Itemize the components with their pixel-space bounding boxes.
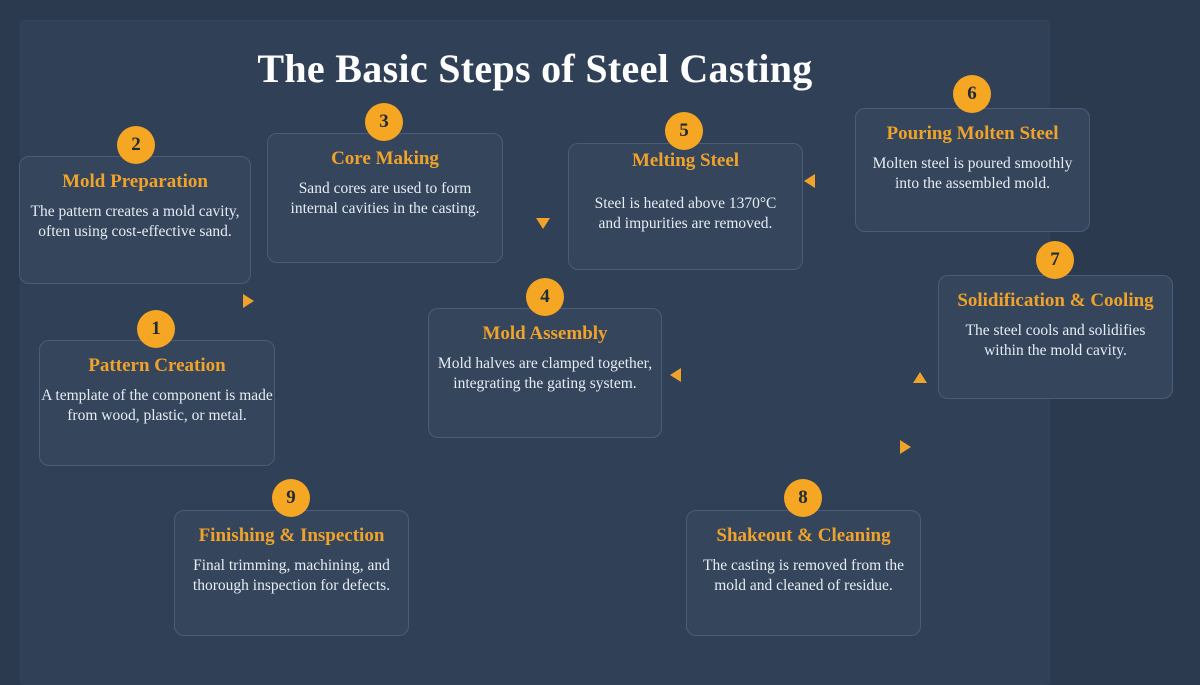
connector-arrow-up-7-6 xyxy=(913,372,927,383)
step-desc-4-line-2: integrating the gating system. xyxy=(453,374,637,392)
step-desc-6-line-1: Molten steel is poured smoothly xyxy=(872,154,1073,172)
step-desc-5-line-2: and impurities are removed. xyxy=(598,214,773,232)
step-card-4[interactable]: Mold Assembly Mold halves are clamped to… xyxy=(428,308,662,438)
step-badge-6: 6 xyxy=(953,75,991,113)
step-desc-9-line-2: thorough inspection for defects. xyxy=(192,576,391,594)
step-card-1[interactable]: Pattern Creation A template of the compo… xyxy=(39,340,275,466)
step-card-9[interactable]: Finishing & Inspection Final trimming, m… xyxy=(174,510,409,636)
step-badge-7: 7 xyxy=(1036,241,1074,279)
connector-arrow-left-5-4 xyxy=(670,368,681,382)
step-title-4: Mold Assembly xyxy=(482,323,608,344)
step-desc-8-line-1: The casting is removed from the xyxy=(702,556,904,574)
step-desc-4: Mold halves are clamped together, integr… xyxy=(431,354,659,394)
step-title-3: Core Making xyxy=(331,148,439,169)
step-title-7: Solidification & Cooling xyxy=(957,290,1154,311)
step-desc-3-line-1: Sand cores are used to form xyxy=(298,179,472,197)
step-desc-7-line-1: The steel cools and solidifies xyxy=(965,321,1146,339)
step-title-8: Shakeout & Cleaning xyxy=(716,525,891,546)
step-badge-8: 8 xyxy=(784,479,822,517)
step-desc-1: A template of the component is made from… xyxy=(38,386,276,426)
connector-arrow-left-6-5 xyxy=(804,174,815,188)
step-desc-6: Molten steel is poured smoothly into the… xyxy=(862,154,1083,194)
step-title-6: Pouring Molten Steel xyxy=(886,123,1059,144)
step-title-2: Mold Preparation xyxy=(62,171,208,192)
step-card-2[interactable]: Mold Preparation The pattern creates a m… xyxy=(19,156,251,284)
step-desc-8: The casting is removed from the mold and… xyxy=(699,556,908,596)
step-title-5: Melting Steel xyxy=(631,150,740,171)
step-desc-7: The steel cools and solidifies within th… xyxy=(951,321,1160,361)
step-card-3[interactable]: Core Making Sand cores are used to form … xyxy=(267,133,503,263)
step-card-6[interactable]: Pouring Molten Steel Molten steel is pou… xyxy=(855,108,1090,232)
step-desc-3: Sand cores are used to form internal cav… xyxy=(280,179,490,219)
step-desc-9: Final trimming, machining, and thorough … xyxy=(187,556,396,596)
step-desc-8-line-2: mold and cleaned of residue. xyxy=(714,576,893,594)
step-desc-3-line-2: internal cavities in the casting. xyxy=(290,199,480,217)
step-desc-4-line-1: Mold halves are clamped together, xyxy=(437,354,653,372)
connector-arrow-right-7-8 xyxy=(900,440,911,454)
step-badge-1: 1 xyxy=(137,310,175,348)
step-card-8[interactable]: Shakeout & Cleaning The casting is remov… xyxy=(686,510,921,636)
step-title-9: Finishing & Inspection xyxy=(198,525,385,546)
page-title: The Basic Steps of Steel Casting xyxy=(257,46,813,91)
step-desc-9-line-1: Final trimming, machining, and xyxy=(193,556,390,574)
connector-arrow-down-3-4 xyxy=(536,218,550,229)
step-desc-1-line-2: from wood, plastic, or metal. xyxy=(67,406,247,424)
step-title-1: Pattern Creation xyxy=(88,355,226,376)
connector-arrow-right-1-2 xyxy=(243,294,254,308)
step-desc-7-line-2: within the mold cavity. xyxy=(984,341,1127,359)
step-desc-2-line-2: often using cost-effective sand. xyxy=(38,222,232,240)
step-desc-5: Steel is heated above 1370°C and impurit… xyxy=(581,194,790,234)
step-desc-5-line-1: Steel is heated above 1370°C xyxy=(594,194,777,212)
step-desc-1-line-1: A template of the component is made xyxy=(41,386,273,404)
step-badge-2: 2 xyxy=(117,126,155,164)
step-badge-9: 9 xyxy=(272,479,310,517)
step-desc-2: The pattern creates a mold cavity, often… xyxy=(24,202,246,242)
step-badge-5: 5 xyxy=(665,112,703,150)
step-card-5[interactable]: Melting Steel Steel is heated above 1370… xyxy=(568,143,803,270)
step-card-7[interactable]: Solidification & Cooling The steel cools… xyxy=(938,275,1173,399)
step-badge-4: 4 xyxy=(526,278,564,316)
step-badge-3: 3 xyxy=(365,103,403,141)
step-desc-2-line-1: The pattern creates a mold cavity, xyxy=(30,202,240,220)
step-desc-6-line-2: into the assembled mold. xyxy=(895,174,1050,192)
